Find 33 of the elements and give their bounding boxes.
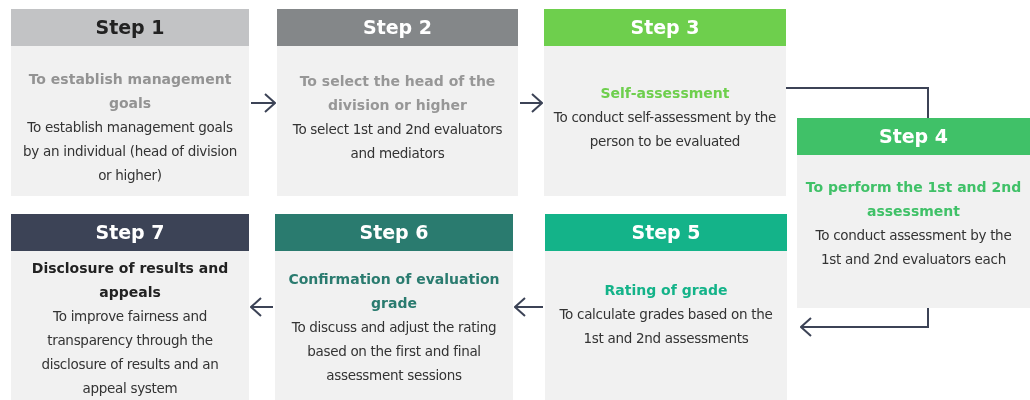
step-header: Step 1 [11,9,249,46]
step-header: Step 3 [544,9,786,46]
step-title: To establish management goals [27,69,233,113]
step-card [11,9,249,196]
arrow [250,93,276,113]
step-description: To improve fairness and transparency through the disclosure of results and an appeal system [40,307,220,398]
step-card [797,118,1030,308]
step-title: To select the head of the division or higher [298,71,497,115]
step-card [277,9,518,196]
step-description: To select 1st and 2nd evaluators and mediators [291,119,504,163]
arrow [514,297,544,317]
step-title: Disclosure of results and appeals [30,259,230,302]
arrow [250,297,274,317]
step-title: Self-assessment [600,83,730,103]
step-card [544,9,786,196]
arrow [519,93,543,113]
step-card [545,214,787,400]
step-card [11,214,249,400]
step-header: Step 7 [11,214,249,251]
step-description: To conduct assessment by the 1st and 2nd evaluators each [814,226,1013,269]
step-card [275,214,513,400]
step-title: To perform the 1st and 2nd assessment [805,178,1022,221]
step-title: Rating of grade [604,281,728,300]
step-header: Step 6 [275,214,513,251]
step-description: To establish management goals by an individual (head of division or higher) [22,117,238,185]
step-header: Step 4 [797,118,1030,155]
step-title: Confirmation of evaluation grade [287,269,501,313]
step-header: Step 5 [545,214,787,251]
arrow [800,307,929,337]
step-description: To calculate grades based on the 1st and 2nd assessments [558,305,774,348]
step-description: To discuss and adjust the rating based on the first and final assessment sessions [290,317,498,385]
step-description: To conduct self-assessment by the person to be evaluated [552,107,778,151]
step-header: Step 2 [277,9,518,46]
